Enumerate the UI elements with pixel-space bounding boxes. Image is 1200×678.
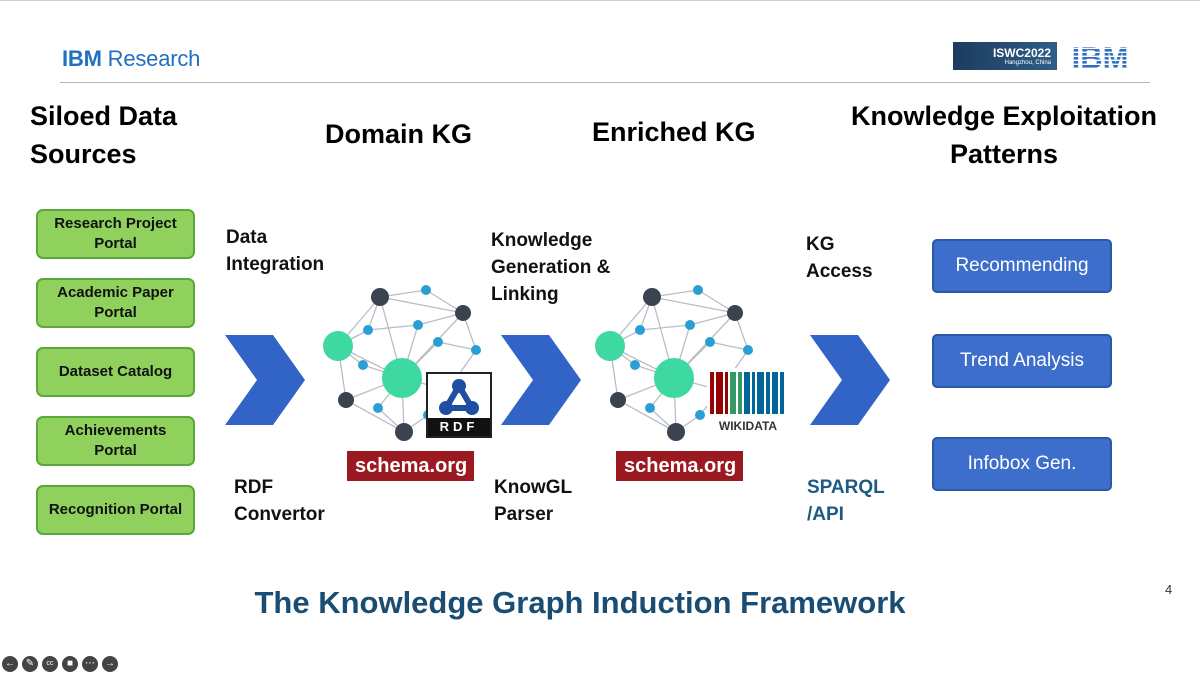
- source-academic-paper-portal: Academic Paper Portal: [36, 278, 195, 328]
- schema-org-badge-2: schema.org: [616, 451, 743, 481]
- label-knowledge-generation: Knowledge Generation & Linking: [491, 230, 611, 305]
- svg-text:IBM: IBM: [1072, 41, 1129, 71]
- source-research-project-portal: Research Project Portal: [36, 209, 195, 259]
- wikidata-logo: WIKIDATA: [707, 368, 789, 436]
- title-siloed-sources: Siloed Data Sources: [30, 101, 178, 169]
- next-slide-icon[interactable]: →: [102, 656, 118, 672]
- source-dataset-catalog: Dataset Catalog: [36, 347, 195, 397]
- label-knowgl-parser: KnowGL Parser: [494, 477, 572, 525]
- page-number: 4: [1165, 582, 1173, 597]
- arrow-right-1-icon: [225, 335, 305, 425]
- previous-slide-icon[interactable]: ←: [2, 656, 18, 672]
- title-domain-kg: Domain KG: [325, 119, 473, 149]
- source-recognition-portal: Recognition Portal: [36, 485, 195, 535]
- domain-kg-graph-icon: [323, 285, 481, 441]
- pattern-infobox-gen: Infobox Gen.: [932, 437, 1112, 491]
- title-exploitation-patterns: Knowledge Exploitation Patterns: [850, 101, 1157, 169]
- header-rule: [60, 82, 1150, 83]
- title-enriched-kg: Enriched KG: [592, 117, 756, 147]
- source-achievements-portal: Achievements Portal: [36, 416, 195, 466]
- label-kg-access: KG Access: [806, 234, 873, 282]
- arrow-right-3-icon: [810, 335, 890, 425]
- label-data-integration: Data Integration: [226, 227, 325, 275]
- rdf-label: RDF: [428, 418, 490, 436]
- label-sparql-api: SPARQL /API: [807, 477, 885, 525]
- presentation-controls: ← ✎ cc ■ ⋯ →: [2, 656, 118, 672]
- rdf-logo: RDF: [426, 372, 492, 438]
- captions-icon[interactable]: cc: [42, 656, 58, 672]
- rdf-graph-icon: [439, 379, 479, 415]
- pattern-trend-analysis: Trend Analysis: [932, 334, 1112, 388]
- slide-title: The Knowledge Graph Induction Framework: [254, 585, 906, 620]
- ibm-logo: IBM: [1072, 41, 1129, 71]
- arrow-right-2-icon: [501, 335, 581, 425]
- schema-org-badge-1: schema.org: [347, 451, 474, 481]
- pen-icon[interactable]: ✎: [22, 656, 38, 672]
- video-off-icon[interactable]: ■: [62, 656, 78, 672]
- label-rdf-convertor: RDF Convertor: [234, 477, 325, 525]
- more-icon[interactable]: ⋯: [82, 656, 98, 672]
- top-border: [0, 0, 1200, 1]
- wikidata-label: WIKIDATA: [719, 419, 778, 433]
- ibm-research-brand: IBM Research: [62, 46, 201, 71]
- pattern-recommending: Recommending: [932, 239, 1112, 293]
